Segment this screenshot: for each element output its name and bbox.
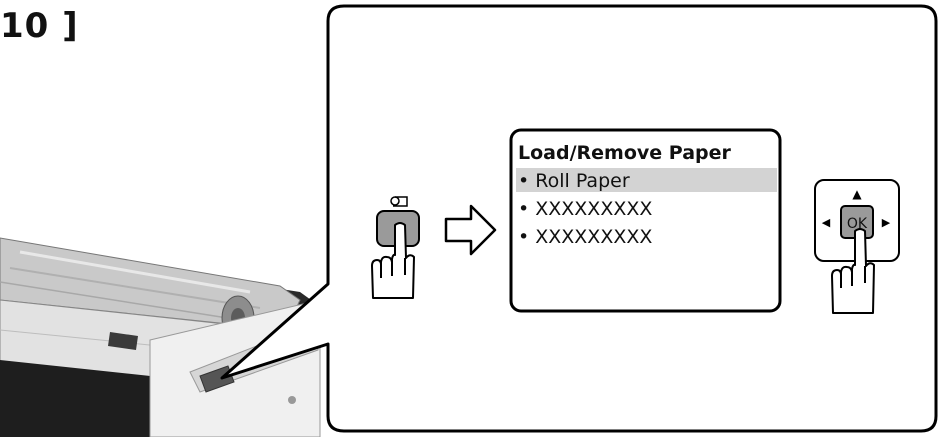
right-arrow-icon[interactable]: ▶	[882, 216, 891, 229]
paper-load-step	[371, 196, 420, 299]
pointing-hand-icon	[371, 222, 415, 299]
left-arrow-icon[interactable]: ◀	[822, 216, 831, 229]
control-pad: ▲ ◀ ▶ OK	[814, 179, 900, 314]
screen-title: Load/Remove Paper	[518, 142, 731, 164]
ok-button-label: OK	[847, 216, 868, 232]
menu-item-highlight	[516, 168, 777, 192]
up-arrow-icon[interactable]: ▲	[852, 187, 862, 201]
arrow-right-icon	[444, 204, 497, 256]
menu-item-roll-paper[interactable]: • Roll Paper	[518, 170, 630, 192]
menu-item-option-2[interactable]: • XXXXXXXXX	[518, 198, 652, 220]
paper-roll-icon	[390, 196, 408, 207]
menu-item-option-3[interactable]: • XXXXXXXXX	[518, 226, 652, 248]
step-number: 10 ]	[0, 6, 79, 46]
pointing-hand-icon	[831, 228, 875, 314]
lcd-screen: Load/Remove Paper • Roll Paper • XXXXXXX…	[509, 128, 782, 313]
